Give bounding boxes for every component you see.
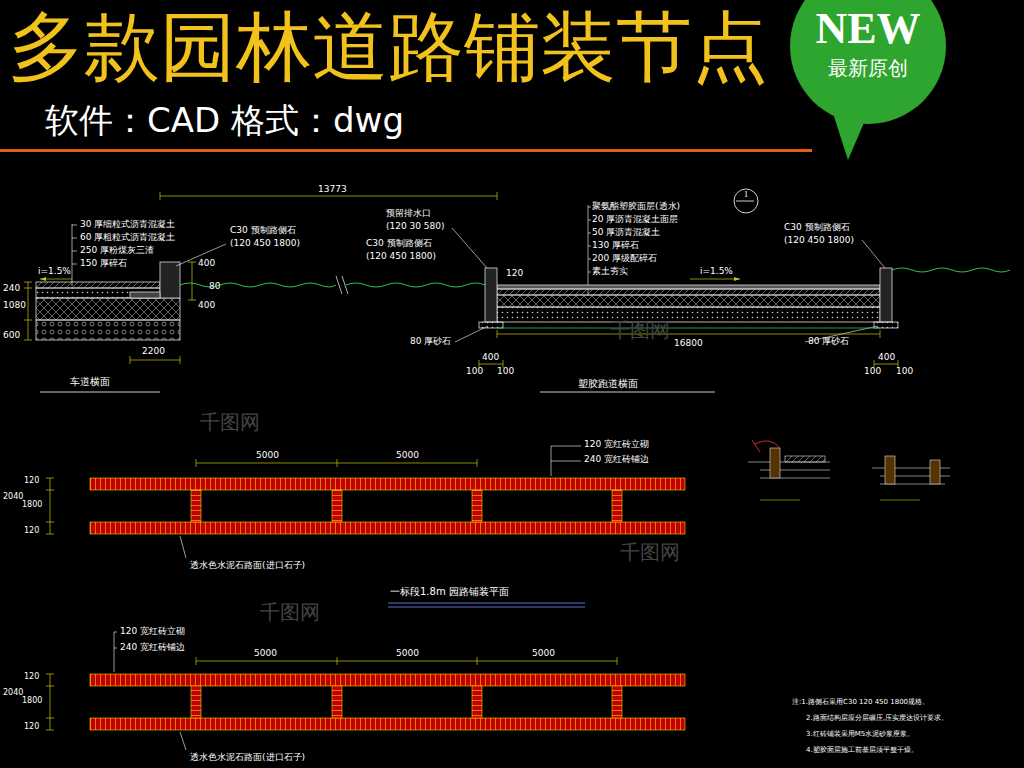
watermark: 千图网 xyxy=(260,600,320,624)
slope-label: i=1.5% xyxy=(700,266,733,277)
dimension: 120 xyxy=(24,722,39,732)
plan-title: 一标段1.8m 园路铺装平面 xyxy=(390,586,509,598)
dimension: 1080 xyxy=(3,300,26,311)
material-note: 素土夯实 xyxy=(592,266,628,277)
note-line: 4.塑胶面层施工前基层须平整干燥。 xyxy=(806,746,918,754)
dimension: 16800 xyxy=(674,338,703,349)
material-note: 50 厚沥青混凝土 xyxy=(592,227,660,238)
section-marker: 1 xyxy=(733,188,759,214)
material-note: 80 厚砂石 xyxy=(410,336,451,347)
dimension: 120 xyxy=(506,268,523,279)
dimension: 1800 xyxy=(22,500,42,510)
node-heading: NEW xyxy=(790,0,946,55)
part-name: C30 预制路侧石 xyxy=(230,225,296,236)
dimension: 120 xyxy=(24,526,39,536)
material-note: 60 厚粗粒式沥青混凝土 xyxy=(80,232,175,243)
dimension: 100 xyxy=(864,366,881,377)
dimension: 100 xyxy=(466,366,483,377)
section-title: 塑胶跑道横面 xyxy=(578,378,638,390)
dimension: 80 xyxy=(209,281,220,292)
material-note: 80 厚砂石 xyxy=(808,336,849,347)
watermark: 千图网 xyxy=(620,540,680,564)
note-line: 2.路面结构层应分层碾压,压实度达设计要求。 xyxy=(806,714,948,722)
material-note: 150 厚碎石 xyxy=(80,258,127,269)
dimension: 2040 xyxy=(3,492,23,502)
material-note: 240 宽红砖铺边 xyxy=(584,454,649,465)
bubble-body xyxy=(790,0,946,124)
dimension: 5000 xyxy=(256,450,279,461)
material-note: 聚氨酯塑胶面层(透水) xyxy=(592,201,680,212)
part-size: (120 30 580) xyxy=(386,221,445,232)
slope-label: i=1.5% xyxy=(38,266,71,277)
dimension: 5000 xyxy=(532,648,555,659)
material-note: 120 宽红砖立砌 xyxy=(584,439,649,450)
watermark: 千图网 xyxy=(610,318,670,342)
part-size: (120 450 1800) xyxy=(366,251,436,262)
dimension: 400 xyxy=(198,300,215,311)
marker-circle xyxy=(734,189,758,213)
section-title: 车道横面 xyxy=(70,376,110,388)
dimension: 5000 xyxy=(254,648,277,659)
dimension: 400 xyxy=(482,352,499,363)
dimension: 2200 xyxy=(142,346,165,357)
dimension: 120 xyxy=(24,476,39,486)
material-note: 透水色水泥石路面(进口石子) xyxy=(190,560,305,571)
watermark: 千图网 xyxy=(200,410,260,434)
dimension: 240 xyxy=(3,283,20,294)
material-note: 130 厚碎石 xyxy=(592,240,639,251)
dimension: 5000 xyxy=(396,648,419,659)
note-line: 注:1.路侧石采用C30 120 450 1800规格。 xyxy=(792,698,929,706)
dimension: 400 xyxy=(878,352,895,363)
part-size: (120 450 1800) xyxy=(230,238,300,249)
dimension: 120 xyxy=(24,672,39,682)
part-name: 预留排水口 xyxy=(386,208,431,219)
dimension: 400 xyxy=(198,258,215,269)
part-name: C30 预制路侧石 xyxy=(784,222,850,233)
dimension: 100 xyxy=(497,366,514,377)
dimension: 600 xyxy=(3,330,20,341)
dimension: 1800 xyxy=(22,696,42,706)
page-title: 多款园林道路铺装节点 xyxy=(8,2,768,93)
node-body: 最新原创 xyxy=(790,55,946,80)
material-note: 200 厚级配碎石 xyxy=(592,253,657,264)
material-note: 透水色水泥石路面(进口石子) xyxy=(190,752,305,763)
material-note: 30 厚细粒式沥青混凝土 xyxy=(80,219,175,230)
dimension: 100 xyxy=(896,366,913,377)
part-size: (120 450 1800) xyxy=(784,235,854,246)
subtitle: 软件：CAD 格式：dwg xyxy=(45,100,404,141)
material-note: 240 宽红砖铺边 xyxy=(120,642,185,653)
material-note: 250 厚粉煤灰三渣 xyxy=(80,245,154,256)
new-badge: NEW最新原创 xyxy=(790,0,946,158)
node-heading: 1 xyxy=(733,188,759,200)
material-note: 120 宽红砖立砌 xyxy=(120,626,185,637)
material-note: 20 厚沥青混凝土面层 xyxy=(592,214,678,225)
part-name: C30 预制路侧石 xyxy=(366,238,432,249)
dimension: 2040 xyxy=(3,688,23,698)
note-line: 3.红砖铺装采用M5水泥砂浆座浆。 xyxy=(806,730,914,738)
dimension: 5000 xyxy=(396,450,419,461)
dimension: 13773 xyxy=(318,184,347,195)
